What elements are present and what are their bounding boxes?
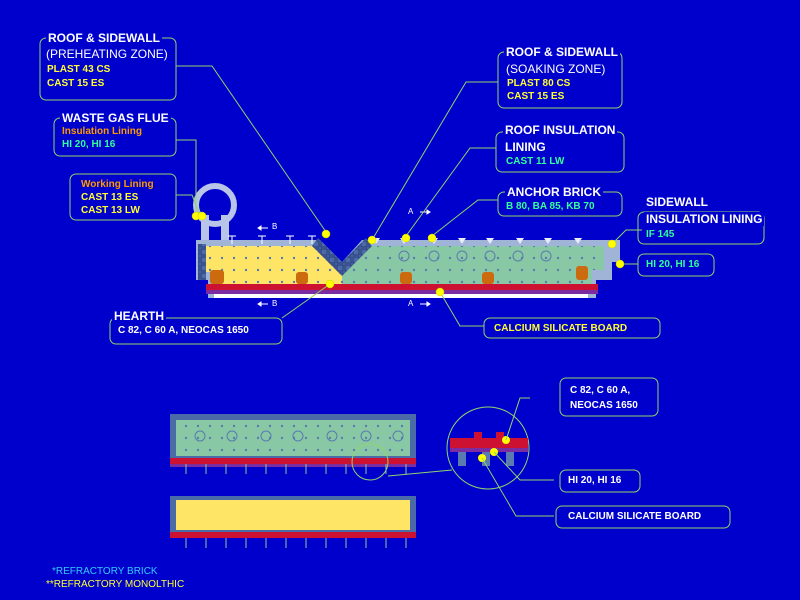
waste-gas-line1: HI 20, HI 16 — [62, 139, 116, 150]
working-lining-title: Working Lining — [81, 179, 154, 190]
roof-preheat-line1: PLAST 43 CS — [47, 64, 111, 75]
roof-insulation-title1: ROOF INSULATION — [503, 123, 618, 137]
plan-view-preheat — [170, 496, 416, 548]
detail-hi-line1: HI 20, HI 16 — [568, 475, 622, 486]
roof-soak-line2: CAST 15 ES — [507, 91, 565, 102]
roof-soak-line1: PLAST 80 CS — [507, 78, 571, 89]
section-a-top: A — [408, 207, 414, 216]
callout-box-calcium-bottom — [555, 505, 731, 529]
roof-preheat-title: ROOF & SIDEWALL — [46, 31, 162, 45]
hearth-title: HEARTH — [112, 309, 166, 323]
section-arrows — [257, 209, 431, 307]
sidewall-insulation-title2: INSULATION LINING — [644, 212, 765, 226]
roof-insulation-title2: LINING — [505, 140, 546, 154]
plan-view-soaking — [170, 414, 416, 481]
furnace-section — [193, 183, 620, 307]
roof-soak-zone: (SOAKING ZONE) — [506, 62, 606, 76]
anchor-brick-line1: B 80, BA 85, KB 70 — [506, 201, 595, 212]
callout-box-hi-right — [637, 253, 715, 277]
section-b-bottom: B — [272, 299, 278, 308]
detail-c82-line1: C 82, C 60 A, — [570, 385, 631, 396]
roof-soak-title: ROOF & SIDEWALL — [504, 45, 620, 59]
detail-magnifier — [387, 406, 530, 490]
detail-c82-line2: NEOCAS 1650 — [570, 400, 638, 411]
section-a-bottom: A — [408, 299, 414, 308]
callout-lines — [176, 65, 642, 327]
callout-box-calcium-top — [483, 317, 661, 339]
roof-insulation-line1: CAST 11 LW — [506, 156, 565, 167]
skid-posts — [210, 266, 588, 284]
working-lining-line1: CAST 13 ES — [81, 192, 139, 203]
callout-box-detail-c82 — [559, 377, 659, 417]
roof-preheat-line2: CAST 15 ES — [47, 78, 105, 89]
legend-brick: *REFRACTORY BRICK — [52, 566, 158, 577]
working-lining-line2: CAST 13 LW — [81, 205, 140, 216]
anchor-brick-title: ANCHOR BRICK — [505, 185, 603, 199]
hearth-layer — [206, 284, 598, 290]
waste-gas-title: WASTE GAS FLUE — [60, 111, 171, 125]
legend-monolithic: **REFRACTORY MONOLTHIC — [46, 579, 185, 590]
calcium-top-line1: CALCIUM SILICATE BOARD — [494, 323, 628, 334]
sidewall-insulation-line1: IF 145 — [646, 229, 675, 240]
callout-box-detail-hi — [559, 469, 641, 493]
waste-gas-sub: Insulation Lining — [62, 126, 142, 137]
callout-box-working-lining — [69, 173, 177, 221]
calcium-silicate-board — [214, 294, 588, 298]
hearth-line1: C 82, C 60 A, NEOCAS 1650 — [118, 325, 249, 336]
callout-box-hearth — [109, 317, 283, 345]
hi-right-line1: HI 20, HI 16 — [646, 259, 700, 270]
sidewall-insulation-title1: SIDEWALL — [644, 195, 710, 209]
section-b-top: B — [272, 222, 278, 231]
calcium-bottom-line1: CALCIUM SILICATE BOARD — [568, 511, 702, 522]
markers — [191, 211, 625, 297]
roof-preheat-zone: (PREHEATING ZONE) — [46, 47, 168, 61]
